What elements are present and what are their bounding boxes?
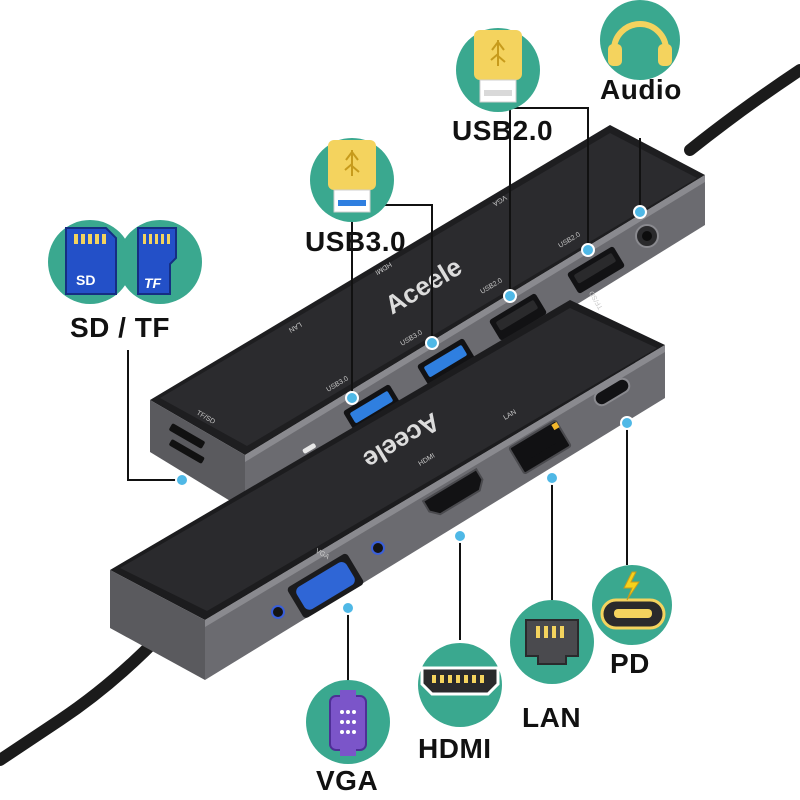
tf-card-label: TF <box>144 275 162 291</box>
cable-top <box>684 64 800 156</box>
lan-jack-icon <box>510 600 594 684</box>
callout-dots <box>175 205 647 615</box>
callout-lan: LAN <box>522 702 582 733</box>
bottom-hub: Aceele VGA HDMI LAN TF/SD <box>110 289 665 680</box>
sd-card-icon: SD <box>48 220 132 304</box>
sd-card-label: SD <box>76 272 95 288</box>
printed-label-tfsd-bottom: TF/SD <box>589 289 605 310</box>
callout-vga: VGA <box>316 765 379 796</box>
vga-connector-icon <box>306 680 390 764</box>
callout-lines <box>127 107 641 690</box>
callout-hdmi: HDMI <box>418 733 492 764</box>
usb-c-pd-icon <box>592 565 672 645</box>
callout-audio: Audio <box>600 74 682 105</box>
callout-sd-tf: SD / TF <box>70 312 170 343</box>
callout-usb30: USB3.0 <box>305 226 407 257</box>
hdmi-connector-icon <box>418 643 502 727</box>
callout-pd: PD <box>610 648 650 679</box>
usb3-plug-icon <box>310 138 394 222</box>
tf-card-icon: TF <box>118 220 202 304</box>
headphones-icon <box>600 0 680 80</box>
callout-usb20: USB2.0 <box>452 115 554 146</box>
usb2-plug-icon <box>456 28 540 112</box>
